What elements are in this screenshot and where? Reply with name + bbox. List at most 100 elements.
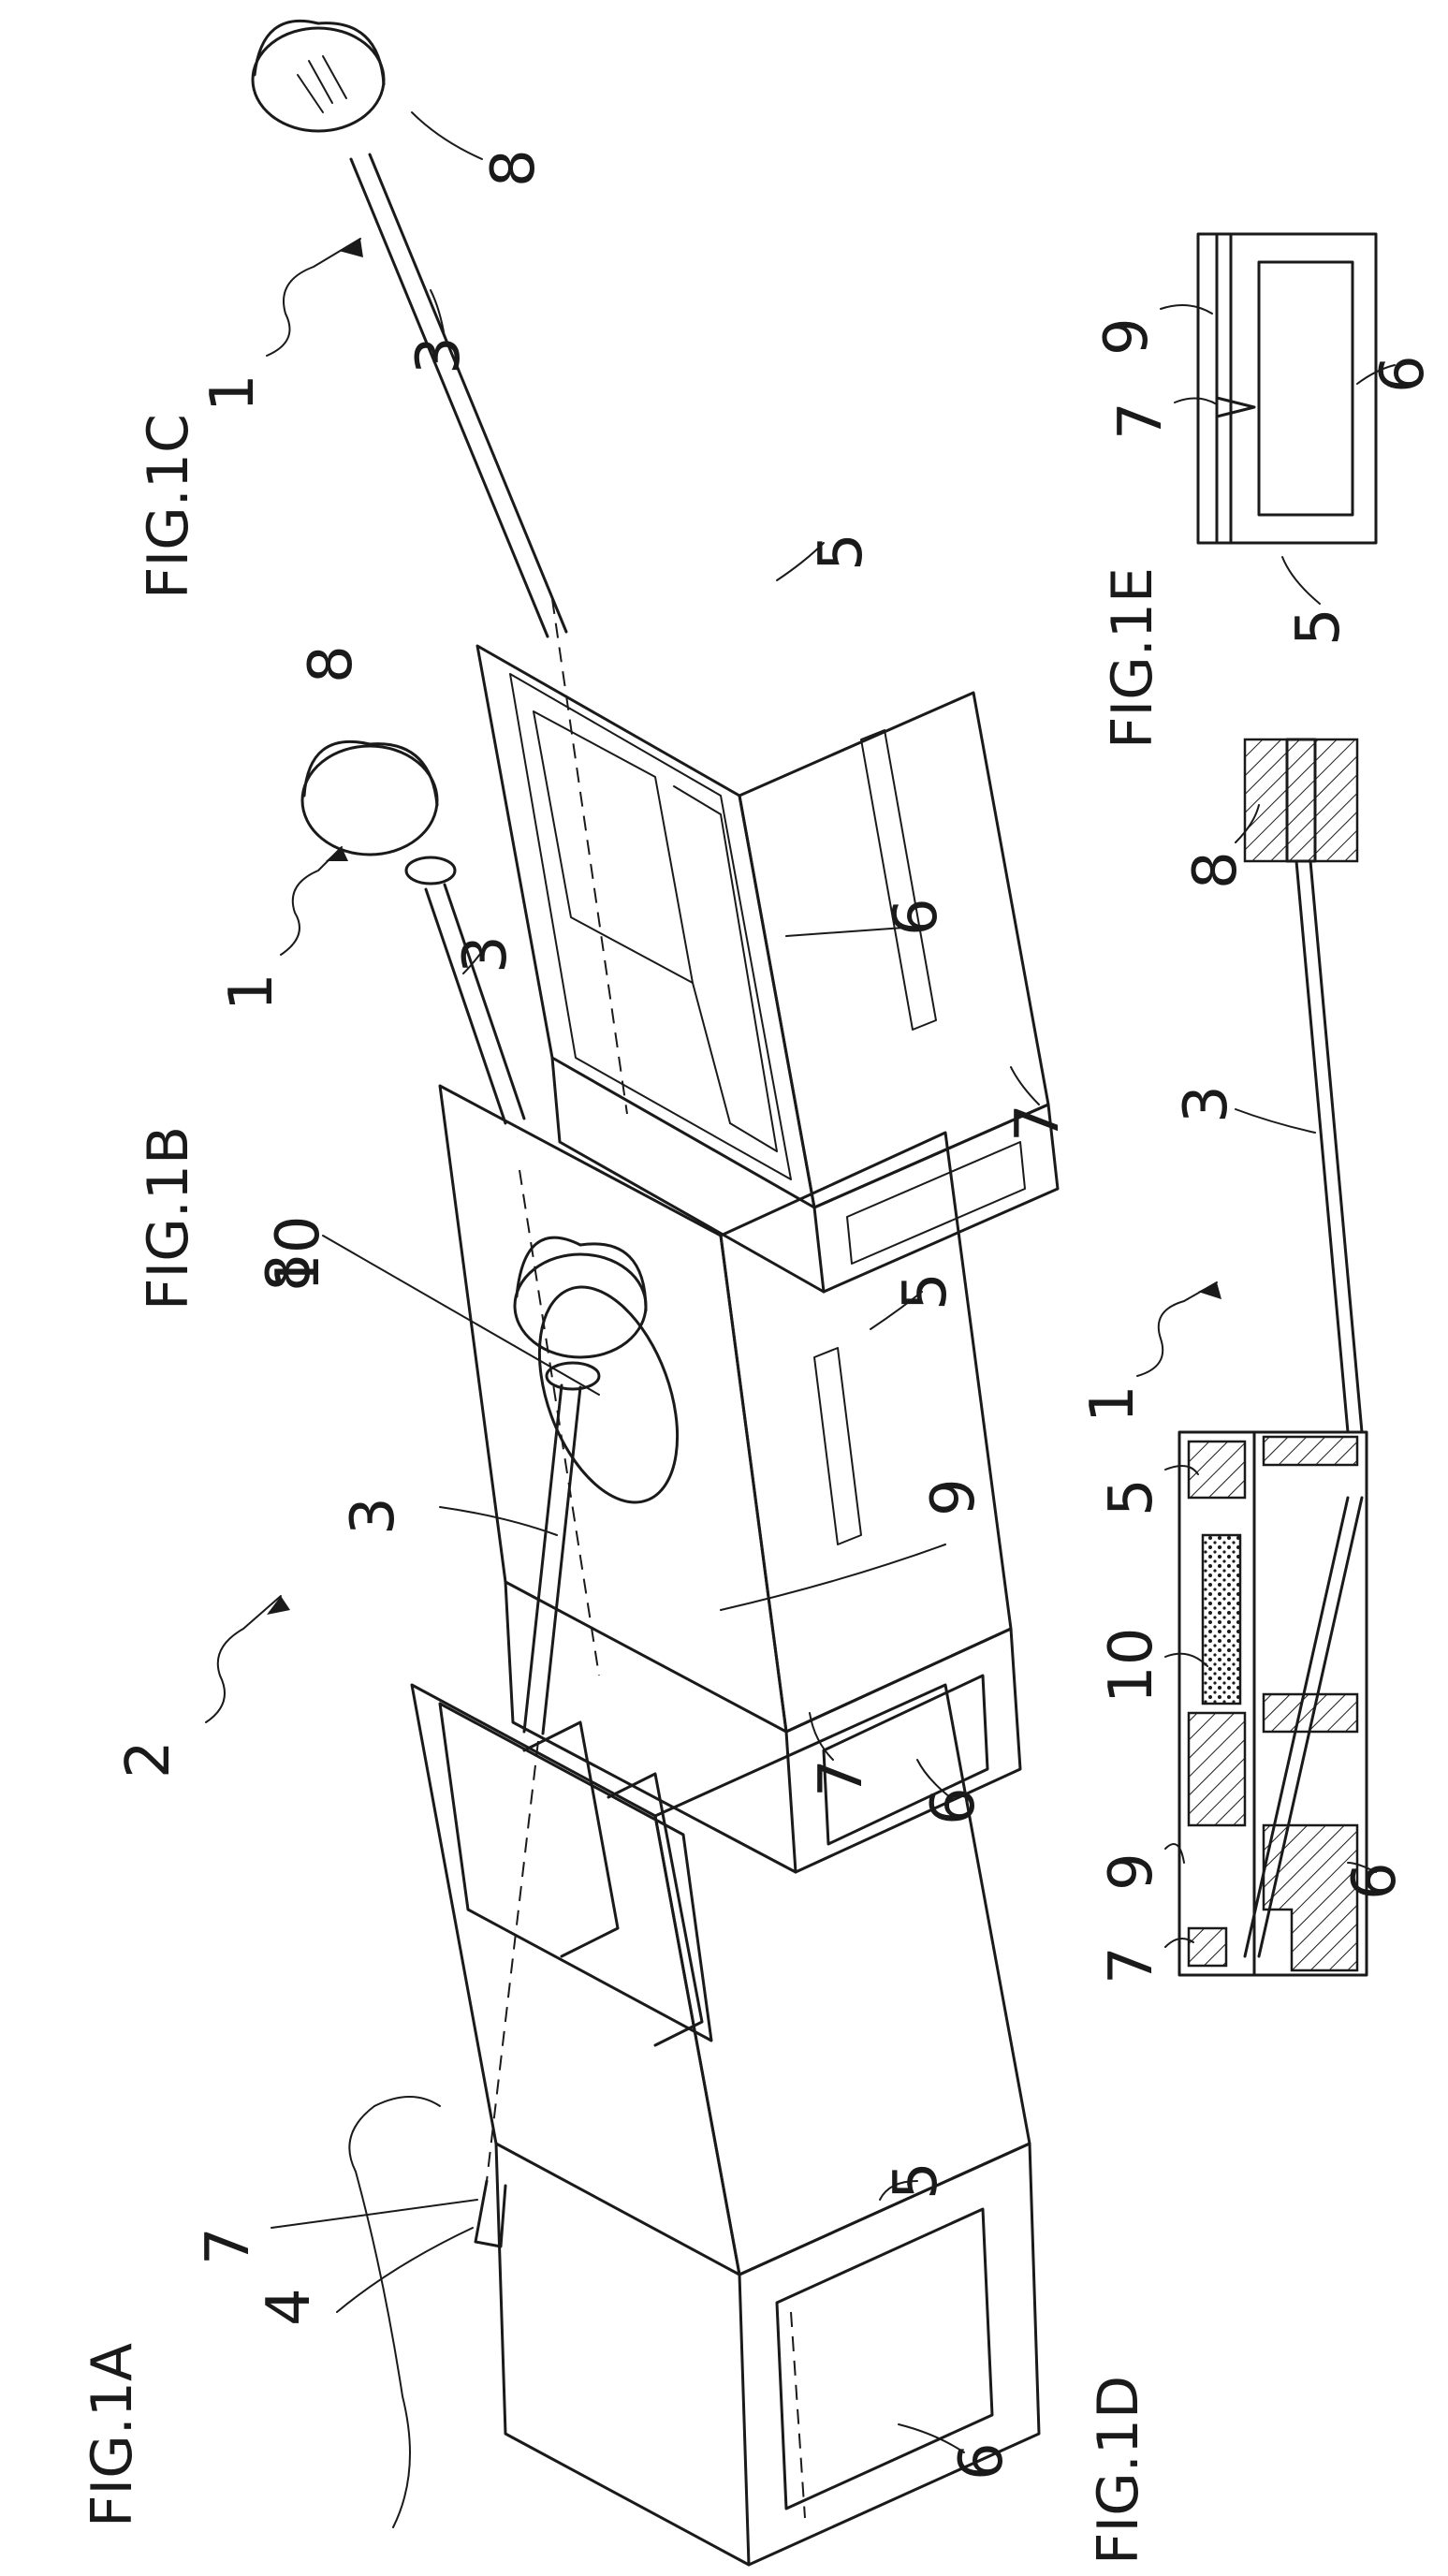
- leader-ref-10-fig1b: [323, 1236, 599, 1395]
- ref-9-fig1d: 9: [1097, 1852, 1166, 1891]
- fig1b-window: [513, 1268, 704, 1521]
- leader-ref-4: [337, 2228, 473, 2312]
- leader-ref-9-fig1b: [721, 1544, 945, 1610]
- fig1c-hub-hatch: [298, 56, 346, 112]
- fig1c-needle: [351, 159, 548, 637]
- fig1c-hub-body: [255, 21, 384, 84]
- figure-label-1a: FIG.1A: [80, 2343, 145, 2527]
- ref-4: 4: [255, 2288, 324, 2326]
- figure-1e-drawing: [1198, 234, 1376, 543]
- ref-2: 2: [114, 1740, 183, 1778]
- leader-ref-7-fig1e: [1175, 398, 1217, 404]
- fig1c-cavity: [847, 1142, 1025, 1264]
- ref-5-fig1c: 5: [807, 533, 876, 571]
- fig1b-needle: [426, 889, 505, 1123]
- figure-1a-drawing: [349, 1237, 1039, 2565]
- leader-ref-1-fig1c: [267, 239, 360, 356]
- fig1a-needle-hidden: [487, 1741, 538, 2181]
- figure-label-1c: FIG.1C: [136, 414, 201, 599]
- leader-ref-2: [206, 1596, 281, 1722]
- fig1d-upper-body: [1189, 1713, 1245, 1825]
- ref-6-fig1c: 6: [882, 898, 951, 936]
- ref-8-fig1c: 8: [479, 149, 548, 187]
- ref-10-fig1b: 10: [264, 1216, 333, 1292]
- fig1b-needle-2: [445, 885, 524, 1119]
- arrow-ref-1-fig1d: [1198, 1282, 1221, 1299]
- fig1a-block-end: [739, 2144, 1039, 2565]
- fig1b-side-face: [721, 1133, 1011, 1732]
- ref-8-fig1d: 8: [1181, 851, 1251, 889]
- fig1e-outer-body: [1198, 234, 1376, 543]
- ref-3-fig1d: 3: [1172, 1085, 1241, 1123]
- figure-label-1b: FIG.1B: [136, 1126, 201, 1310]
- leader-ref-9-fig1e: [1161, 305, 1212, 314]
- fig1b-side-slot: [814, 1348, 861, 1544]
- ref-5-fig1e: 5: [1284, 607, 1353, 646]
- ref-8-fig1b: 8: [297, 645, 366, 683]
- ref-3-fig1c: 3: [404, 336, 474, 374]
- fig1d-base-top: [1264, 1437, 1357, 1465]
- ref-1-fig1c: 1: [198, 373, 268, 412]
- fig1c-needle-2: [370, 154, 566, 632]
- ref-7-fig1c: 7: [1003, 1104, 1073, 1142]
- leader-ref-1-fig1b: [281, 847, 342, 955]
- fig1a-block-bottom-edge: [496, 2144, 749, 2565]
- fig1a-needle-tip: [475, 2181, 505, 2247]
- fig1b-bottom-edge: [505, 1582, 796, 1872]
- fig1d-needle-2: [1310, 861, 1362, 1432]
- ref-1-fig1b: 1: [217, 973, 286, 1011]
- fig1c-side-slot: [861, 730, 936, 1030]
- fig1e-needle-tip: [1217, 398, 1254, 417]
- ref-7-fig1b: 7: [807, 1759, 876, 1797]
- leader-ref-10-fig1d: [1165, 1654, 1207, 1666]
- fig1d-tip-seal: [1189, 1928, 1226, 1966]
- fig1b-hub-face: [302, 746, 437, 855]
- ref-6-fig1e: 6: [1368, 355, 1438, 393]
- fig1d-hub: [1245, 739, 1357, 861]
- fig1a-block-top: [412, 1685, 739, 2275]
- fig1a-brace-top: [374, 2097, 440, 2106]
- fig1d-needle: [1296, 861, 1348, 1432]
- leader-ref-3-fig1d: [1236, 1109, 1315, 1133]
- fig1d-window-element: [1203, 1535, 1240, 1704]
- fig1a-cavity-hidden-line: [791, 2312, 805, 2518]
- ref-5-fig1d: 5: [1097, 1478, 1166, 1516]
- ref-7-fig1a: 7: [194, 2227, 263, 2265]
- leader-ref-7-fig1a: [271, 2200, 477, 2228]
- fig1c-inner-rim: [510, 674, 791, 1179]
- figure-label-1d: FIG.1D: [1086, 2376, 1151, 2565]
- fig1a-brace: [349, 2106, 410, 2527]
- ref-7-fig1e: 7: [1106, 402, 1176, 440]
- fig1a-needle-outer: [524, 1385, 562, 1732]
- figure-1d-drawing: [1179, 739, 1367, 1975]
- fig1b-hub-body: [304, 741, 437, 805]
- ref-1-fig1d: 1: [1078, 1384, 1148, 1423]
- leader-ref-5-fig1e: [1282, 557, 1320, 604]
- fig1c-side-face: [739, 693, 1048, 1208]
- ref-9-fig1b: 9: [919, 1478, 988, 1516]
- ref-9-fig1e: 9: [1092, 317, 1162, 356]
- arrow-ref-1-fig1c: [339, 239, 363, 257]
- leader-ref-8-fig1c: [412, 112, 482, 159]
- ref-5-fig1b: 5: [891, 1272, 960, 1310]
- ref-6-fig1b: 6: [919, 1787, 988, 1825]
- fig1d-end-cap: [1189, 1442, 1245, 1498]
- fig1c-needle-hidden: [552, 599, 627, 1114]
- fig1c-channel-1: [534, 711, 693, 983]
- fig1c-channel-link: [693, 983, 730, 1123]
- fig1e-cavity: [1259, 262, 1353, 515]
- leader-ref-3-fig1c: [431, 290, 445, 337]
- fig1b-needle-hidden: [519, 1170, 599, 1676]
- leader-ref-9-fig1d: [1165, 1844, 1184, 1863]
- ref-3-fig1a: 3: [339, 1497, 408, 1535]
- fig1a-hub-neck: [547, 1363, 599, 1389]
- leader-ref-1-fig1d: [1137, 1282, 1217, 1376]
- ref-10-fig1d: 10: [1097, 1628, 1166, 1704]
- ref-3-fig1b: 3: [451, 935, 520, 973]
- ref-7-fig1d: 7: [1097, 1946, 1166, 1984]
- fig1b-top-face: [440, 1086, 786, 1732]
- leader-ref-7-fig1c: [1011, 1067, 1039, 1105]
- fig1b-hub-neck: [406, 857, 455, 884]
